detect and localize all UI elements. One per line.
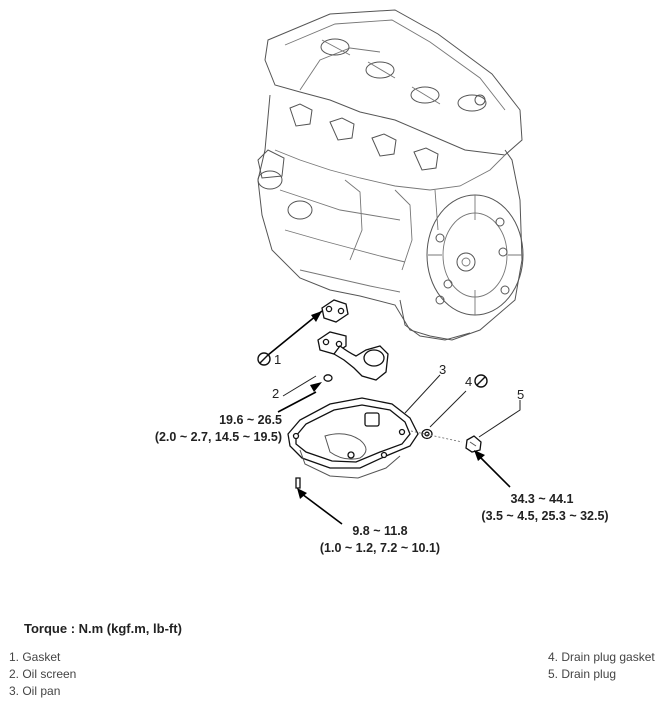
callout-4: 4	[465, 374, 472, 389]
torque-units-heading: Torque : N.m (kgf.m, lb-ft)	[24, 621, 182, 636]
torque-oil-pan-nm: 9.8 ~ 11.8	[352, 524, 407, 538]
callout-1: 1	[274, 352, 281, 367]
oil-pan-part	[287, 397, 419, 489]
callout-2: 2	[272, 386, 279, 401]
legend-item-gasket: 1. Gasket	[9, 650, 61, 664]
torque-drain-plug-alt: (3.5 ~ 4.5, 25.3 ~ 32.5)	[481, 509, 608, 523]
parts-legend-left: 1. Gasket 2. Oil screen 3. Oil pan	[9, 649, 76, 700]
prohibited-icon	[257, 352, 271, 366]
torque-oil-screen-alt: (2.0 ~ 2.7, 14.5 ~ 19.5)	[155, 430, 282, 444]
torque-drain-plug-nm: 34.3 ~ 44.1	[511, 492, 574, 506]
parts-legend-right: 4. Drain plug gasket 5. Drain plug	[548, 649, 655, 683]
torque-arrows	[267, 310, 511, 525]
callout-5: 5	[517, 387, 524, 402]
oil-screen-part	[317, 331, 389, 382]
legend-item-drain-plug: 5. Drain plug	[548, 667, 617, 681]
exploded-parts-diagram: 1 2 3 4 5 19.6 ~ 26.5 (2.0 ~ 2.7, 14.5 ~…	[155, 9, 609, 555]
prohibited-icon	[474, 374, 488, 388]
legend-item-drain-plug-gasket: 4. Drain plug gasket	[548, 650, 655, 664]
torque-oil-pan-alt: (1.0 ~ 1.2, 7.2 ~ 10.1)	[320, 541, 440, 555]
engine-block-illustration	[257, 9, 524, 341]
legend-item-oil-pan: 3. Oil pan	[9, 684, 61, 698]
torque-oil-screen-nm: 19.6 ~ 26.5	[219, 413, 282, 427]
drain-plug-part	[465, 435, 482, 453]
callout-3: 3	[439, 362, 446, 377]
legend-item-oil-screen: 2. Oil screen	[9, 667, 77, 681]
gasket-part	[321, 299, 349, 323]
callout-leaders	[282, 374, 521, 438]
